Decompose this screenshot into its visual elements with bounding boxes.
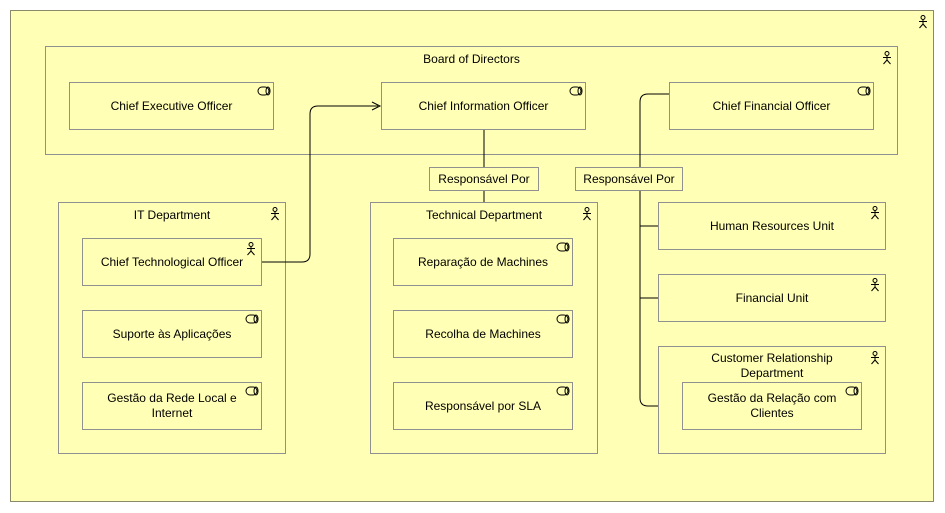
crm-role[interactable]: Gestão da Relação com Clientes xyxy=(682,382,862,430)
cfo-relation-label[interactable]: Responsável Por xyxy=(575,167,683,191)
actor-icon xyxy=(245,242,259,256)
collection-role[interactable]: Recolha de Machines xyxy=(393,310,573,358)
crm-title: Customer Relationship Department xyxy=(711,351,833,380)
role-icon xyxy=(556,386,570,400)
hr-label: Human Resources Unit xyxy=(709,218,835,233)
board-title: Board of Directors xyxy=(423,52,520,66)
it-department-title: IT Department xyxy=(133,208,211,222)
cfo-label: Chief Financial Officer xyxy=(712,98,831,113)
technical-department-title: Technical Department xyxy=(425,208,543,222)
crm-role-label: Gestão da Relação com Clientes xyxy=(707,391,837,420)
app-support-label: Suporte às Aplicações xyxy=(112,326,232,341)
sla-label: Responsável por SLA xyxy=(424,398,542,413)
repair-label: Reparação de Machines xyxy=(417,254,549,269)
repair-role[interactable]: Reparação de Machines xyxy=(393,238,573,286)
actor-icon xyxy=(869,278,883,292)
cto-label: Chief Technological Officer xyxy=(100,254,244,269)
role-icon xyxy=(245,314,259,328)
cfo-role[interactable]: Chief Financial Officer xyxy=(669,82,874,130)
cio-role[interactable]: Chief Information Officer xyxy=(381,82,586,130)
ceo-label: Chief Executive Officer xyxy=(110,98,233,113)
sla-role[interactable]: Responsável por SLA xyxy=(393,382,573,430)
collection-label: Recolha de Machines xyxy=(425,326,541,341)
actor-icon xyxy=(881,51,895,65)
role-icon xyxy=(845,386,859,400)
role-icon xyxy=(556,242,570,256)
hr-unit[interactable]: Human Resources Unit xyxy=(658,202,886,250)
network-role[interactable]: Gestão da Rede Local e Internet xyxy=(82,382,262,430)
financial-label: Financial Unit xyxy=(735,290,809,305)
actor-icon xyxy=(869,206,883,220)
cfo-to-units-connector xyxy=(639,93,669,407)
arrow-head xyxy=(371,101,382,111)
cio-relation-label[interactable]: Responsável Por xyxy=(429,167,539,191)
role-icon xyxy=(257,86,271,100)
financial-unit[interactable]: Financial Unit xyxy=(658,274,886,322)
actor-icon xyxy=(269,207,283,221)
cio-label: Chief Information Officer xyxy=(418,98,549,113)
role-icon xyxy=(857,86,871,100)
network-label: Gestão da Rede Local e Internet xyxy=(107,391,237,420)
app-support-role[interactable]: Suporte às Aplicações xyxy=(82,310,262,358)
role-icon xyxy=(569,86,583,100)
actor-icon xyxy=(917,15,931,29)
ceo-role[interactable]: Chief Executive Officer xyxy=(69,82,274,130)
role-icon xyxy=(556,314,570,328)
cto-actor[interactable]: Chief Technological Officer xyxy=(82,238,262,286)
actor-icon xyxy=(869,351,883,365)
role-icon xyxy=(245,386,259,400)
cto-to-cio-connector xyxy=(262,105,378,263)
actor-icon xyxy=(581,207,595,221)
